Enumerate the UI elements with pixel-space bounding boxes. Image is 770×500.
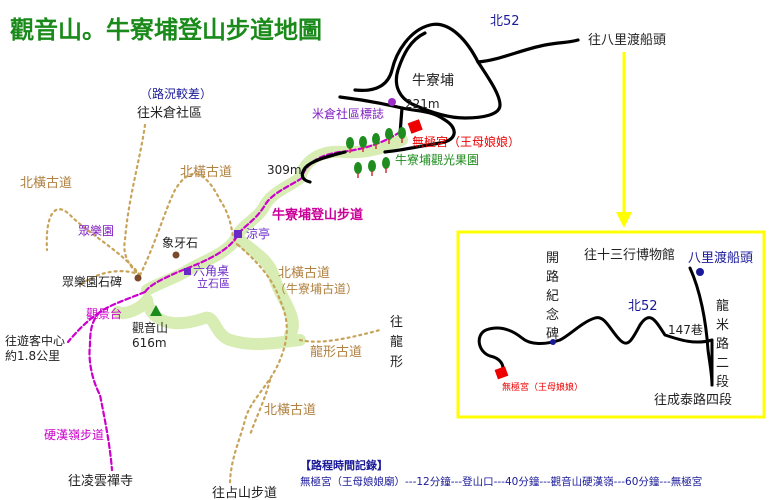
map-title: 觀音山。牛寮埔登山步道地圖	[10, 16, 322, 44]
inset-temple-icon	[494, 366, 509, 380]
label-guanyinshan: 觀音山	[132, 320, 168, 335]
label-road-condition: （路況較差）	[140, 86, 212, 101]
label-visitor-center-distance: 約1.8公里	[5, 348, 60, 363]
hex-table-icon	[184, 268, 191, 275]
pavilion-icon	[234, 230, 242, 238]
summit-icon	[150, 305, 162, 316]
label-pavilion: 涼亭	[246, 226, 270, 241]
inset-label-lane147: 147巷	[668, 323, 703, 337]
micang-marker-icon	[388, 98, 396, 106]
label-to-bali-ferry: 往八里渡船頭	[588, 32, 666, 48]
label-elevation-221: 221m	[405, 97, 440, 111]
inset-label-bei52: 北52	[628, 299, 658, 314]
label-visitor-center: 往遊客中心	[5, 333, 65, 348]
label-elevation-616: 616m	[132, 336, 167, 350]
label-orchard: 牛寮埔觀光果園	[395, 152, 479, 167]
route-time-record: 【路程時間記錄】 無極宮（王母娘娘廟）---12分鐘---登山口---40分鐘-…	[300, 458, 702, 488]
orchard-tree-icons	[346, 127, 406, 178]
inset-label-memorial: 開路紀念碑	[546, 251, 559, 342]
inset-label-museum: 往十三行博物館	[584, 248, 675, 263]
label-beiheng-west: 北橫古道	[20, 176, 72, 191]
inset-roads	[477, 266, 714, 387]
label-wuji-temple: 無極宮（王母娘娘）	[412, 134, 520, 149]
label-niuliaobu-old-trail: （牛寮埔古道）	[274, 281, 358, 296]
label-beiheng-north: 北橫古道	[180, 165, 232, 180]
inset-memorial-icon	[550, 339, 556, 345]
ivory-rock-icon	[172, 251, 180, 259]
inset-ferry-icon	[696, 268, 704, 276]
label-hex-table: 六角桌	[193, 264, 229, 278]
inset-label-chengtai: 往成泰路四段	[654, 392, 732, 408]
old-trails	[45, 123, 382, 487]
label-zhongle-stele: 眾樂園石碑	[62, 274, 122, 289]
inset-arrow	[616, 52, 632, 228]
label-viewing-deck: 觀景台	[86, 306, 122, 321]
route-heading: 【路程時間記錄】	[300, 458, 388, 472]
map-labels: 觀音山。牛寮埔登山步道地圖 北52 往八里渡船頭 牛寮埔 221m 米倉社區標誌…	[5, 14, 666, 500]
label-zhongle-garden: 眾樂園	[78, 223, 114, 238]
label-trail-name: 牛寮埔登山步道	[272, 207, 363, 223]
label-elevation-309: 309m	[267, 163, 302, 177]
inset-frame	[456, 230, 766, 419]
label-to-micang: 往米倉社區	[137, 105, 202, 121]
label-to-lingyun: 往凌雲禪寺	[68, 473, 133, 489]
label-to-longxing: 往龍形	[390, 315, 403, 370]
label-beiheng-niuliaobu: 北橫古道	[278, 266, 330, 281]
inset-label-bali-ferry: 八里渡船頭	[688, 250, 753, 266]
main-trail	[66, 130, 402, 472]
label-ivory-rock: 象牙石	[162, 236, 198, 250]
inset-label-longmi-road: 龍米路二段	[716, 298, 729, 390]
label-beiheng-south: 北橫古道	[264, 403, 316, 418]
label-longxing-trail: 龍形古道	[310, 344, 362, 360]
inset-label-temple: 無極宮（王母娘娘）	[502, 381, 583, 393]
route-summary: 無極宮（王母娘娘廟）---12分鐘---登山口---40分鐘---觀音山硬漢嶺-…	[300, 475, 702, 488]
inset-map: 往十三行博物館 八里渡船頭 開路紀念碑 北52 147巷 龍米路二段 無極宮（王…	[456, 230, 766, 419]
label-yingxi-trail: 硬漢嶺步道	[44, 428, 104, 442]
label-to-zhanshan: 往占山步道	[212, 486, 277, 500]
temple-icon	[407, 119, 423, 134]
label-stone-area: 立石區	[197, 276, 230, 290]
road-label-bei52: 北52	[490, 14, 520, 29]
zhongle-stele-icon	[134, 274, 142, 282]
label-micang-marker: 米倉社區標誌	[312, 106, 384, 121]
label-niuliaobu: 牛寮埔	[412, 72, 454, 89]
